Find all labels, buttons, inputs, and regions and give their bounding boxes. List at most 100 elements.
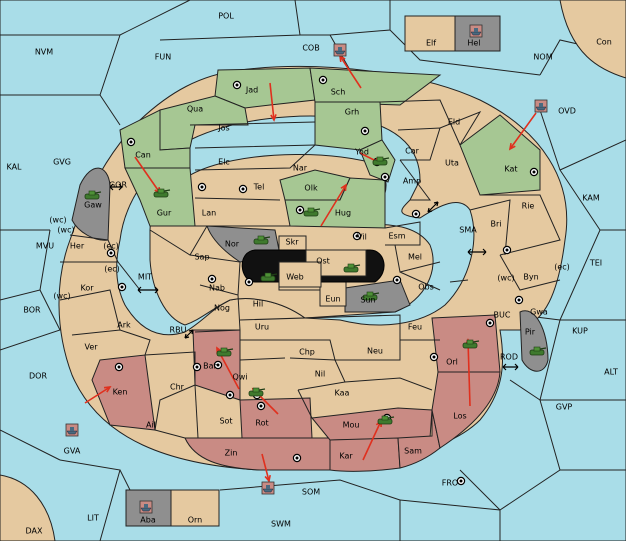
fleet-unit-icon[interactable] — [534, 99, 548, 113]
supply-center-core-25 — [295, 456, 299, 460]
supply-center-core-1 — [321, 78, 325, 82]
army-unit-icon[interactable] — [216, 347, 234, 357]
order-arrowhead-3 — [508, 142, 516, 151]
territory-mou[interactable] — [311, 407, 433, 441]
fleet-unit-icon[interactable] — [469, 24, 483, 38]
sea-label-18: (wc) — [53, 292, 70, 301]
land-label-30: (ec) — [103, 242, 119, 251]
sea-label-30: SWM — [271, 520, 291, 529]
order-arrow-3 — [509, 112, 537, 150]
land-label-61: Los — [453, 412, 466, 421]
land-label-50: Ver — [84, 343, 98, 352]
land-label-53: Neu — [367, 347, 383, 356]
land-label-3: Sch — [331, 88, 346, 97]
sea-label-10: KAM — [582, 194, 600, 203]
supply-center-core-6 — [200, 185, 204, 189]
land-label-55: Orl — [446, 358, 458, 367]
land-label-63: Sot — [219, 417, 232, 426]
land-label-4: Qua — [187, 105, 203, 114]
army-unit-icon[interactable] — [462, 339, 480, 349]
supply-center-core-14 — [355, 234, 359, 238]
land-label-5: Grh — [345, 108, 359, 117]
army-unit-icon[interactable] — [253, 235, 271, 245]
supply-center-core-19 — [117, 365, 121, 369]
territory-ken[interactable] — [91, 354, 156, 431]
sea-label-19: RBU — [170, 326, 187, 335]
sea-label-21: KUP — [572, 327, 588, 336]
army-unit-icon[interactable] — [377, 415, 395, 425]
sea-label-28: SOM — [302, 488, 320, 497]
labels: POLNVMFUNCOBNOMConOVDKALGVGGORKAM(wc)MVU… — [6, 12, 617, 536]
army-unit-icon[interactable] — [248, 387, 266, 397]
supply-center-core-11 — [505, 248, 509, 252]
fleet-unit-icon[interactable] — [139, 500, 153, 514]
sea-label-8: GVG — [53, 158, 71, 167]
land-label-21: Hug — [335, 209, 351, 218]
land-label-35: Kor — [80, 284, 94, 293]
land-label-39: Nab — [209, 284, 225, 293]
army-unit-icon[interactable] — [343, 263, 361, 273]
army-unit-icon[interactable] — [529, 346, 547, 356]
territory-gaw[interactable] — [71, 167, 111, 241]
land-label-24: Vil — [357, 233, 367, 242]
order-arrow-1 — [134, 156, 161, 194]
supply-center-core-2 — [363, 129, 367, 133]
land-label-59: Kaa — [335, 389, 350, 398]
army-unit-icon[interactable] — [362, 291, 380, 301]
land-label-43: Gwa — [530, 308, 548, 317]
land-label-13: Elc — [218, 158, 230, 167]
supply-center-core-22 — [432, 355, 436, 359]
sea-label-23: ROD — [500, 353, 518, 362]
territory-sun[interactable] — [344, 279, 411, 313]
order-arrow-4 — [320, 184, 347, 227]
territory-pir[interactable] — [519, 310, 549, 372]
land-label-0: Elf — [426, 39, 436, 48]
land-label-1: Hel — [467, 39, 480, 48]
army-unit-icon[interactable] — [372, 156, 390, 166]
territory-los[interactable] — [431, 371, 501, 449]
territory-zin[interactable] — [184, 437, 331, 471]
land-label-16: Tel — [253, 183, 265, 192]
land-label-36: Web — [286, 273, 303, 282]
supply-center-core-0 — [235, 83, 239, 87]
sea-label-4: NOM — [533, 53, 552, 62]
sea-label-12: MVU — [36, 242, 54, 251]
land-label-60: Rot — [255, 419, 268, 428]
land-label-11: Uta — [445, 159, 459, 168]
land-label-42: Sun — [360, 296, 375, 305]
land-label-17: Olk — [304, 184, 318, 193]
fleet-unit-icon[interactable] — [65, 423, 79, 437]
land-label-44: Hil — [253, 300, 263, 309]
order-arrow-2 — [269, 82, 275, 121]
sea-label-9: GOR — [109, 181, 127, 190]
territory-orn[interactable] — [170, 489, 220, 527]
land-label-32: Ost — [316, 257, 330, 266]
fleet-unit-icon[interactable] — [333, 43, 347, 57]
land-label-56: Nil — [315, 370, 325, 379]
fleet-unit-icon[interactable] — [261, 481, 275, 495]
sea-label-11: (wc) — [49, 216, 66, 225]
territory-sch[interactable] — [309, 67, 442, 106]
land-label-69: Orn — [188, 516, 203, 525]
land-label-27: Skr — [286, 238, 300, 247]
army-unit-icon[interactable] — [303, 207, 321, 217]
order-arrow-11 — [261, 453, 270, 482]
sea-label-25: GVP — [556, 403, 573, 412]
army-unit-icon[interactable] — [260, 272, 278, 282]
land-label-38: (wc) — [497, 274, 514, 283]
territory-rot[interactable] — [239, 397, 313, 439]
land-label-52: Chp — [299, 348, 315, 357]
order-arrow-0 — [339, 55, 362, 89]
army-unit-icon[interactable] — [153, 188, 171, 198]
sea-label-7: KAL — [6, 163, 22, 172]
land-label-48: Uru — [255, 323, 269, 332]
supply-center-core-13 — [247, 280, 251, 284]
province-borders — [59, 99, 561, 439]
land-label-33: Mel — [408, 253, 422, 262]
land-label-29: Her — [70, 242, 85, 251]
land-label-41: Eun — [325, 295, 340, 304]
army-unit-icon[interactable] — [84, 190, 102, 200]
supply-center-core-7 — [241, 187, 245, 191]
supply-center-core-17 — [210, 277, 214, 281]
sea-label-27: FRO — [442, 479, 458, 488]
